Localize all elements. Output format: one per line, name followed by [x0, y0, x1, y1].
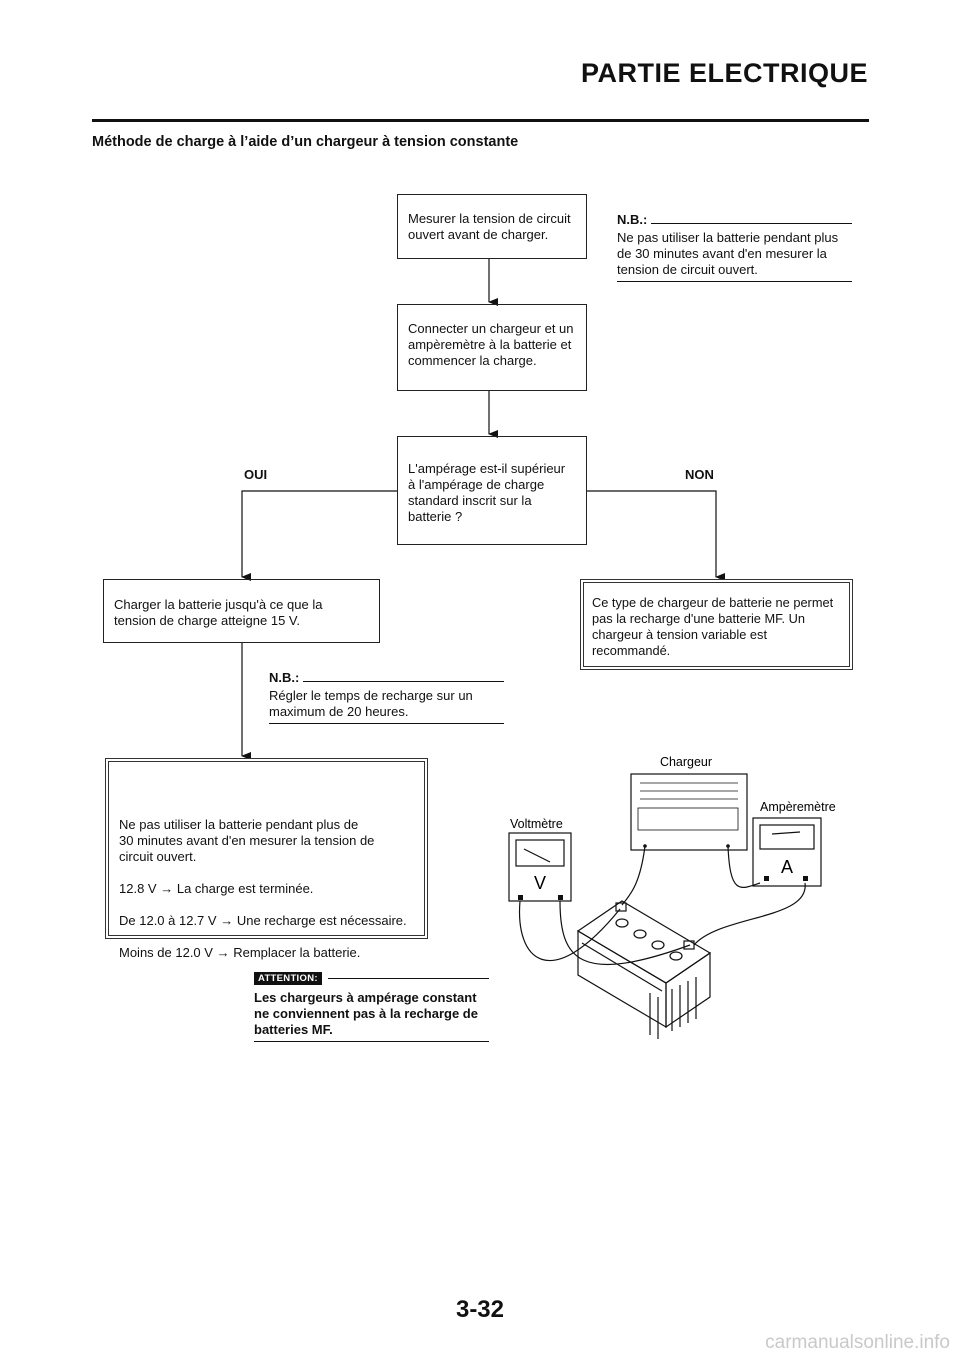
flow-step-measure: Mesurer la tension de circuit ouvert ava… [397, 194, 587, 259]
watermark: carmanualsonline.info [765, 1332, 950, 1353]
result-action: Une recharge est nécessaire. [236, 913, 407, 928]
flow-step-connect: Connecter un chargeur et un ampèremètre … [397, 304, 587, 391]
attention-bottom-rule [254, 1041, 489, 1042]
flow-no-step-text: Ce type de chargeur de batterie ne perme… [592, 595, 834, 658]
flow-final-intro: Ne pas utiliser la batterie pendant plus… [119, 817, 375, 864]
flow-question-text: L'ampérage est-il supérieur à l'ampérage… [408, 461, 566, 524]
result-row: 12.8 V → La charge est terminée. [119, 881, 425, 897]
note-text: Régler le temps de recharge sur un maxim… [269, 688, 473, 719]
flow-yes-step-text: Charger la batterie jusqu'à ce que la te… [114, 597, 323, 628]
arrow-no [587, 490, 725, 581]
header-divider [92, 119, 869, 122]
result-condition: De 12.0 à 12.7 V [119, 913, 217, 928]
flow-yes-step: Charger la batterie jusqu'à ce que la te… [103, 579, 380, 643]
note-rule [303, 681, 504, 682]
arrow-right-icon: → [160, 881, 174, 896]
flow-final-box: Ne pas utiliser la batterie pendant plus… [105, 758, 428, 960]
voltmeter-label: Voltmètre [510, 817, 563, 831]
no-label: NON [685, 467, 714, 482]
voltmeter-icon [508, 832, 572, 902]
attention-note: ATTENTION: Les chargeurs à ampérage cons… [254, 972, 489, 1042]
attention-badge: ATTENTION: [254, 972, 322, 985]
ammeter-icon [752, 817, 822, 887]
result-action: La charge est terminée. [176, 881, 314, 896]
section-title: Méthode de charge à l’aide d’un chargeur… [92, 134, 519, 150]
flow-no-step: Ce type de chargeur de batterie ne perme… [580, 579, 853, 670]
arrow-right-icon: → [216, 945, 230, 960]
attention-text: Les chargeurs à ampérage constant ne con… [254, 990, 478, 1037]
result-action: Remplacer la batterie. [233, 945, 361, 960]
result-row: Moins de 12.0 V → Remplacer la batterie. [119, 945, 425, 961]
volt-symbol: V [534, 873, 546, 893]
charger-icon [630, 773, 748, 851]
result-condition: 12.8 V [119, 881, 157, 896]
arrow-right-icon: → [220, 913, 234, 928]
flow-question-box: L'ampérage est-il supérieur à l'ampérage… [397, 436, 587, 545]
note-bottom-rule [269, 723, 504, 724]
yes-label: OUI [244, 467, 268, 482]
charger-label: Chargeur [660, 755, 712, 769]
battery-icon [576, 900, 712, 1039]
flow-final-content: Ne pas utiliser la batterie pendant plus… [119, 801, 425, 977]
ammeter-label: Ampèremètre [760, 800, 836, 814]
attention-rule [327, 978, 489, 979]
amp-symbol: A [781, 857, 793, 877]
note-label: N.B.: [269, 670, 300, 685]
flow-step-measure-text: Mesurer la tension de circuit ouvert ava… [408, 211, 571, 242]
note-rule [651, 223, 852, 224]
page-header-title: PARTIE ELECTRIQUE [580, 58, 868, 88]
arrow-yes [241, 490, 397, 581]
note-bottom-rule [617, 281, 852, 282]
note-text: Ne pas utiliser la batterie pendant plus… [617, 230, 839, 277]
note-label: N.B.: [617, 212, 648, 227]
flow-step-connect-text: Connecter un chargeur et un ampèremètre … [408, 321, 574, 368]
note-nb-2: N.B.: Régler le temps de recharge sur un… [269, 670, 504, 724]
result-row: De 12.0 à 12.7 V → Une recharge est néce… [119, 913, 425, 929]
result-condition: Moins de 12.0 V [119, 945, 213, 960]
charging-setup-illustration: Chargeur Voltmètre Ampèremètre V A [508, 755, 836, 1039]
page-number: 3-32 [455, 1296, 505, 1323]
note-nb-1: N.B.: Ne pas utiliser la batterie pendan… [617, 212, 852, 282]
